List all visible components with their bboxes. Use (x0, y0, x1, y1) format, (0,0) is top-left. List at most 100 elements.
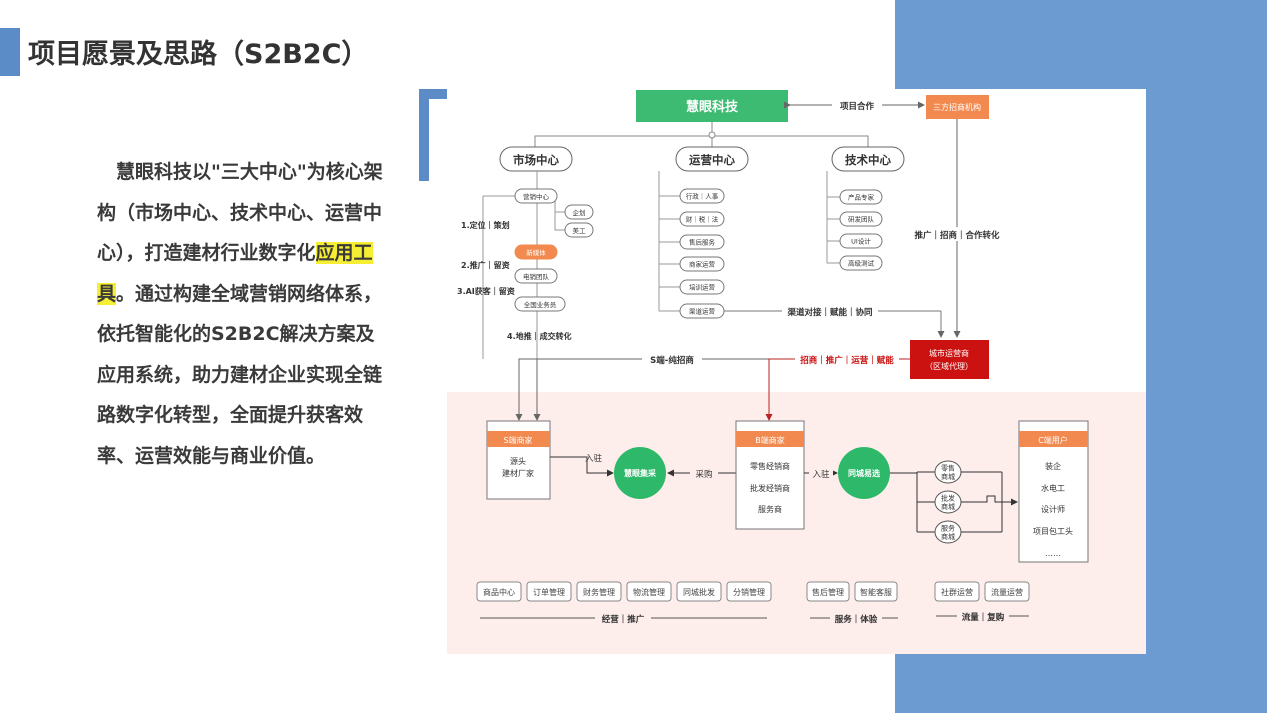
purchase-label: 采购 (695, 469, 712, 480)
module-label: 社群运营 (941, 587, 973, 597)
operation-item-label: 渠道运营 (689, 306, 716, 315)
s-merchant-line1: 源头 (510, 456, 526, 466)
tech-item-label: 高级测试 (848, 258, 875, 267)
art-node (564, 222, 594, 238)
operation-item-label: 财｜税｜法 (686, 214, 719, 223)
service-group-label: 服务｜体验 (835, 614, 878, 625)
top-node-label: 慧眼科技 (686, 99, 739, 115)
module-button (854, 581, 898, 602)
new-media-label: 新媒体 (526, 248, 546, 257)
traffic-group-bg (957, 609, 1009, 623)
module-button (934, 581, 980, 602)
tech-item-label: 研发团队 (848, 214, 875, 223)
mall-line2: 商城 (941, 472, 955, 481)
b-merchant-item: 零售经销商 (750, 461, 790, 471)
collective-purchase-label: 慧眼集采 (624, 468, 657, 478)
operation-item-node (679, 211, 725, 227)
operation-item-node (679, 279, 725, 295)
c-user-item: 装企 (1045, 461, 1061, 471)
mall-line1: 服务 (941, 524, 955, 533)
s2b2c-diagram: 慧眼科技 项目合作 三方招商机构 推广｜招商｜合作转化 市场中心 运营中心 技术… (457, 90, 1089, 625)
market-step-3: 3.AI获客｜留资 (457, 286, 515, 296)
mall-line2: 商城 (941, 502, 955, 511)
operation-item-label: 培训运营 (689, 282, 716, 291)
city-flow-bg (795, 352, 899, 366)
c-user-header (1019, 431, 1088, 447)
purchase-bg (690, 466, 718, 480)
operation-item-label: 售后服务 (689, 237, 716, 246)
city-operator-line1: 城市运营商 (929, 348, 969, 358)
s-pure-bg (642, 352, 702, 366)
local-select-node (838, 447, 890, 499)
module-label: 商品中心 (483, 587, 515, 597)
module-label: 同城批发 (683, 587, 715, 597)
collective-purchase-node (614, 447, 666, 499)
operation-item-node (679, 256, 725, 272)
market-step-4: 4.地推｜成交转化 (507, 331, 572, 341)
c-user-item: 设计师 (1041, 504, 1065, 514)
module-label: 物流管理 (633, 587, 665, 597)
partner-flow-label: 推广｜招商｜合作转化 (914, 230, 1000, 241)
partner-link-bg (832, 98, 882, 112)
mall-line2: 商城 (941, 532, 955, 541)
module-label: 分销管理 (733, 587, 765, 597)
marketing-center-node (514, 188, 558, 204)
centers-connector (534, 122, 869, 147)
c-user-header-label: C端用户 (1038, 435, 1068, 445)
module-button (576, 581, 622, 602)
mall-line1: 批发 (941, 494, 955, 503)
operation-center-box (675, 146, 749, 172)
b-merchant-header (736, 431, 804, 447)
market-center-box (499, 146, 573, 172)
operation-item-label: 商家运营 (689, 259, 716, 268)
module-label: 财务管理 (583, 587, 615, 597)
city-operator-box (910, 340, 989, 379)
national-sales-node (514, 296, 566, 312)
tech-tree-lines (826, 171, 840, 264)
module-button (984, 581, 1030, 602)
operation-item-node (679, 234, 725, 250)
title-accent-bar (0, 28, 20, 76)
module-button (526, 581, 572, 602)
c-user-item: …… (1045, 549, 1061, 558)
telemarketing-node (514, 268, 558, 284)
market-center-label: 市场中心 (513, 153, 559, 167)
mall-line1: 零售 (941, 464, 955, 473)
tech-item-node (839, 211, 883, 227)
operation-item-node (679, 188, 725, 204)
top-node-box (636, 90, 788, 122)
market-step-2: 2.推广｜留资 (461, 260, 510, 270)
settle-in-2-bg (809, 466, 833, 480)
mall-branch-lines (890, 471, 935, 533)
tech-item-label: 产品专家 (848, 192, 875, 201)
operation-item-label: 行政｜人事 (686, 191, 719, 200)
market-step-1: 1.定位｜策划 (461, 220, 510, 230)
tech-item-node (839, 189, 883, 205)
partner-link-label: 项目合作 (840, 101, 875, 112)
planning-node (564, 204, 594, 220)
b-merchant-header-label: B端商家 (755, 435, 785, 445)
new-media-node (514, 244, 558, 260)
module-button (806, 581, 850, 602)
c-user-item: 水电工 (1041, 483, 1065, 493)
module-label: 智能客服 (860, 587, 892, 597)
tech-item-label: UI设计 (851, 236, 871, 245)
s-pure-label: S端-纯招商 (650, 355, 694, 366)
channel-link-bg (782, 304, 878, 318)
description-paragraph: 慧眼科技以"三大中心"为核心架构（市场中心、技术中心、运营中心），打造建材行业数… (97, 152, 387, 476)
partner-flow-bg (905, 227, 1010, 241)
module-button (726, 581, 772, 602)
module-label: 流量运营 (991, 587, 1023, 597)
operation-center-label: 运营中心 (689, 153, 735, 167)
settle-in-2-label: 入驻 (812, 469, 830, 480)
tech-center-label: 技术中心 (845, 153, 891, 167)
partner-node-box (926, 95, 989, 119)
telemarketing-label: 电销团队 (523, 272, 550, 281)
marketing-center-label: 营销中心 (523, 192, 550, 201)
art-label: 美工 (573, 226, 587, 235)
b-merchant-item: 服务商 (758, 504, 782, 514)
mall-to-c-lines (961, 471, 1017, 533)
